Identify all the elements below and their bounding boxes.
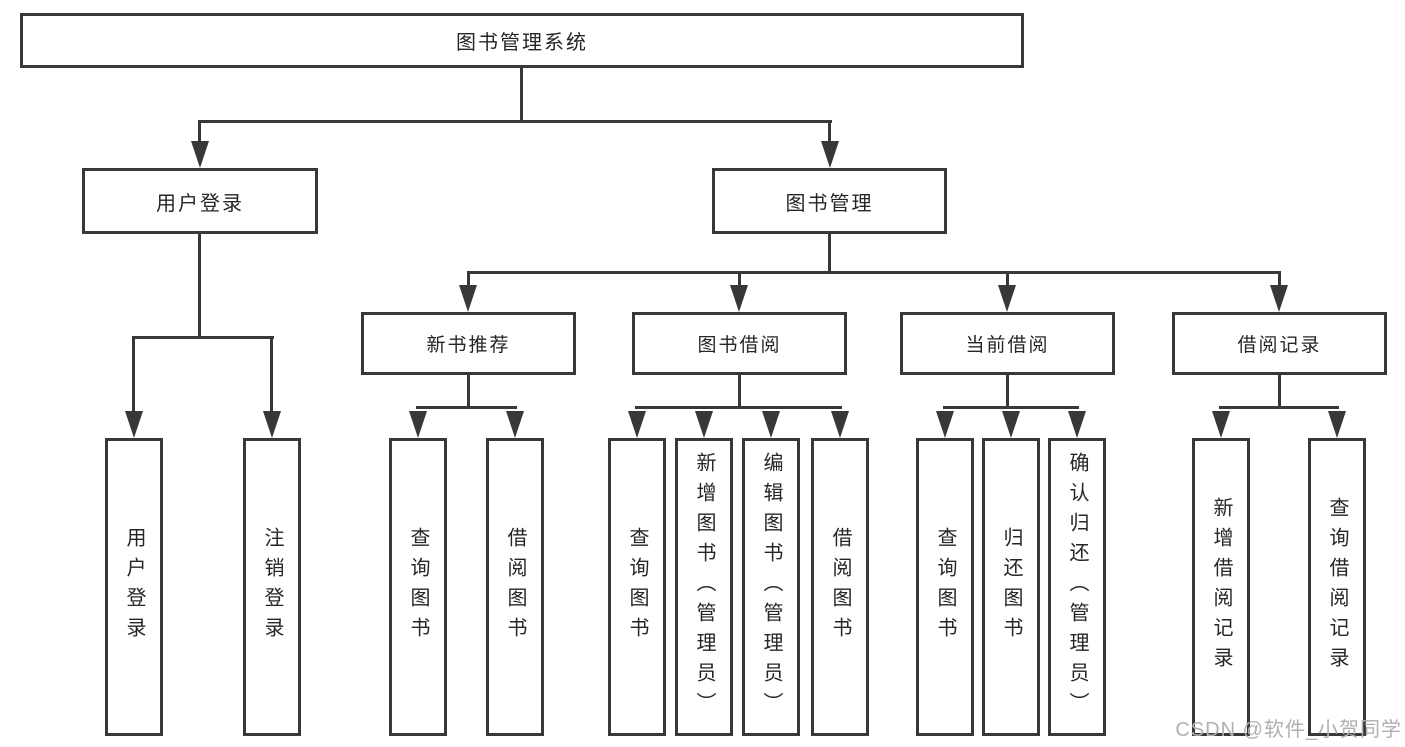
node-user-login: 用户登录	[82, 168, 318, 234]
arrow-down-icon	[998, 285, 1016, 312]
leaf-return-books-label: 归还图书	[1000, 527, 1022, 647]
arrow-down-icon	[125, 411, 143, 438]
arrow-down-icon	[1002, 411, 1020, 438]
leaf-borrow-books-1: 借阅图书	[486, 438, 544, 736]
leaf-borrow-books-1-label: 借阅图书	[504, 527, 526, 647]
node-borrow-records-label: 借阅记录	[1237, 335, 1322, 356]
arrow-down-icon	[695, 411, 713, 438]
connector-line	[133, 336, 274, 339]
connector-line	[828, 234, 831, 274]
leaf-query-books-1: 查询图书	[389, 438, 447, 736]
arrow-down-icon	[409, 411, 427, 438]
leaf-borrow-books-2: 借阅图书	[811, 438, 869, 736]
arrow-down-icon	[1270, 285, 1288, 312]
connector-line	[270, 336, 273, 414]
connector-line	[467, 271, 1281, 274]
connector-line	[467, 375, 470, 409]
node-book-mgmt: 图书管理	[712, 168, 947, 234]
connector-line	[520, 68, 523, 120]
leaf-query-books-1-label: 查询图书	[407, 527, 429, 647]
arrow-down-icon	[506, 411, 524, 438]
arrow-down-icon	[1068, 411, 1086, 438]
arrow-down-icon	[263, 411, 281, 438]
arrow-down-icon	[762, 411, 780, 438]
connector-line	[1278, 375, 1281, 409]
node-borrow-records: 借阅记录	[1172, 312, 1387, 375]
leaf-query-borrow-record-label: 查询借阅记录	[1326, 497, 1348, 677]
leaf-add-borrow-record-label: 新增借阅记录	[1210, 497, 1232, 677]
leaf-edit-books-admin: 编辑图书（管理员）	[742, 438, 800, 736]
connector-line	[738, 271, 741, 291]
node-new-books: 新书推荐	[361, 312, 576, 375]
connector-line	[198, 234, 201, 336]
leaf-user-login-label: 用户登录	[123, 527, 145, 647]
node-current-borrow-label: 当前借阅	[965, 335, 1050, 356]
connector-line	[943, 406, 1079, 409]
watermark: CSDN @软件_小贺同学	[1175, 719, 1402, 741]
node-book-mgmt-label: 图书管理	[785, 192, 874, 215]
connector-line	[635, 406, 842, 409]
connector-line	[1278, 271, 1281, 291]
leaf-query-books-2-label: 查询图书	[626, 527, 648, 647]
node-user-login-label: 用户登录	[156, 192, 244, 215]
leaf-return-books: 归还图书	[982, 438, 1040, 736]
connector-line	[132, 336, 135, 414]
leaf-query-borrow-record: 查询借阅记录	[1308, 438, 1366, 736]
connector-line	[738, 375, 741, 409]
leaf-logout-label: 注销登录	[261, 527, 283, 647]
connector-line	[198, 120, 832, 123]
leaf-confirm-return-admin: 确认归还（管理员）	[1048, 438, 1106, 736]
connector-line	[1006, 271, 1009, 291]
connector-line	[416, 406, 517, 409]
connector-line	[198, 120, 201, 145]
connector-line	[1219, 406, 1339, 409]
leaf-borrow-books-2-label: 借阅图书	[829, 527, 851, 647]
node-current-borrow: 当前借阅	[900, 312, 1115, 375]
arrow-down-icon	[730, 285, 748, 312]
connector-line	[828, 120, 831, 145]
arrow-down-icon	[821, 141, 839, 168]
leaf-user-login: 用户登录	[105, 438, 163, 736]
leaf-confirm-return-admin-label: 确认归还（管理员）	[1066, 452, 1088, 722]
node-root: 图书管理系统	[20, 13, 1024, 68]
node-new-books-label: 新书推荐	[426, 335, 511, 356]
leaf-add-borrow-record: 新增借阅记录	[1192, 438, 1250, 736]
arrow-down-icon	[1328, 411, 1346, 438]
leaf-edit-books-admin-label: 编辑图书（管理员）	[760, 452, 782, 722]
leaf-logout: 注销登录	[243, 438, 301, 736]
node-book-borrow-label: 图书借阅	[697, 335, 782, 356]
leaf-add-books-admin: 新增图书（管理员）	[675, 438, 733, 736]
leaf-add-books-admin-label: 新增图书（管理员）	[693, 452, 715, 722]
leaf-query-books-2: 查询图书	[608, 438, 666, 736]
connector-line	[1006, 375, 1009, 409]
arrow-down-icon	[459, 285, 477, 312]
arrow-down-icon	[936, 411, 954, 438]
node-book-borrow: 图书借阅	[632, 312, 847, 375]
connector-line	[467, 271, 470, 291]
arrow-down-icon	[628, 411, 646, 438]
node-root-label: 图书管理系统	[456, 32, 588, 54]
arrow-down-icon	[1212, 411, 1230, 438]
leaf-query-books-3-label: 查询图书	[934, 527, 956, 647]
leaf-query-books-3: 查询图书	[916, 438, 974, 736]
arrow-down-icon	[831, 411, 849, 438]
arrow-down-icon	[191, 141, 209, 168]
